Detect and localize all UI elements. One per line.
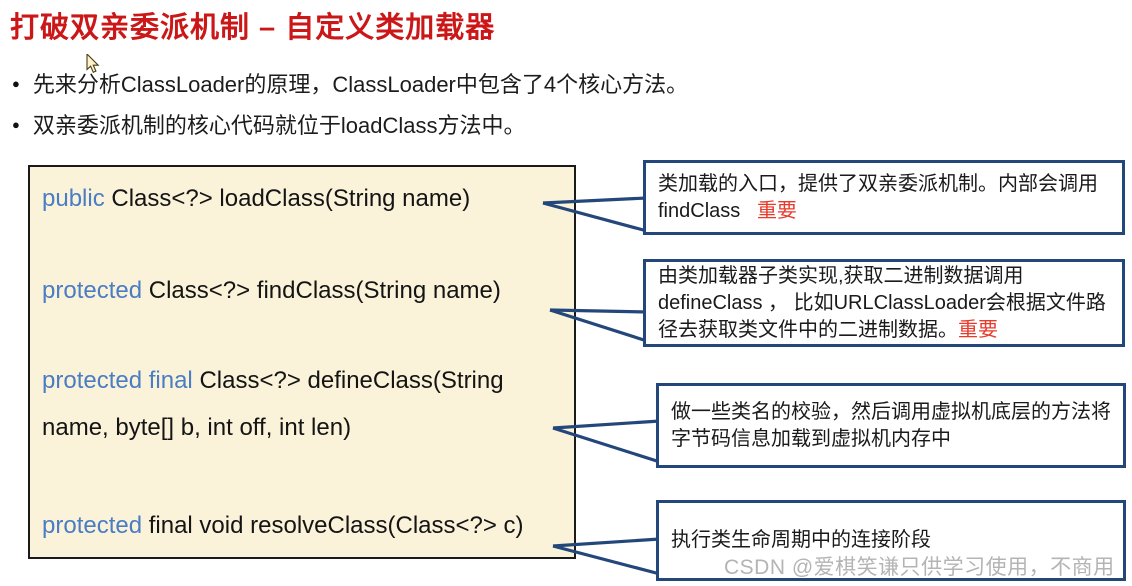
page-title: 打破双亲委派机制 – 自定义类加载器	[10, 12, 496, 44]
callout-resolveclass: 执行类生命周期中的连接阶段	[656, 500, 1126, 581]
code-line: protected Class<?> findClass(String name…	[42, 277, 501, 305]
callout-line: 由类加载器子类实现,获取二进制数据调用	[658, 263, 1120, 290]
callout-findclass: 由类加载器子类实现,获取二进制数据调用 defineClass ， 比如URLCl…	[643, 259, 1125, 347]
code-line: protected final Class<?> defineClass(Str…	[42, 357, 556, 451]
callout-text: defineClass ， 比如URLClassLoader会根据文件路	[658, 291, 1106, 314]
callout-line: findClass 重要	[658, 198, 1120, 225]
callout-line: 做一些类名的校验，然后调用虚拟机底层的方法将	[671, 399, 1121, 426]
code-text: Class<?> defineClass(String name, byte[]…	[42, 367, 504, 441]
bullet-text: 先来分析ClassLoader的原理，ClassLoader中包含了4个核心方法…	[32, 72, 689, 97]
callout-line: 字节码信息加载到虚拟机内存中	[671, 426, 1121, 453]
code-text: final void resolveClass(Class<?> c)	[148, 512, 524, 539]
code-line: public Class<?> loadClass(String name)	[42, 185, 470, 213]
bullet-item-2: ● 双亲委派机制的核心代码就位于loadClass方法中。	[12, 108, 525, 140]
callout-text: 字节码信息加载到虚拟机内存中	[671, 427, 951, 450]
code-text: Class<?> findClass(String name)	[148, 277, 501, 304]
callout-text: 径去获取类文件中的二进制数据。	[658, 318, 958, 341]
callout-line: defineClass ， 比如URLClassLoader会根据文件路	[658, 290, 1120, 317]
bullet-icon: ●	[12, 75, 20, 91]
classloader-code-box: public Class<?> loadClass(String name) pr…	[28, 165, 576, 559]
callout-line: 执行类生命周期中的连接阶段	[671, 527, 1121, 554]
callout-text: findClass	[658, 199, 757, 222]
callout-defineclass: 做一些类名的校验，然后调用虚拟机底层的方法将字节码信息加载到虚拟机内存中	[656, 383, 1126, 468]
important-badge: 重要	[958, 318, 998, 341]
code-line: protected final void resolveClass(Class<…	[42, 512, 524, 540]
callout-text: 做一些类名的校验，然后调用虚拟机底层的方法将	[671, 400, 1111, 423]
mouse-cursor-icon	[86, 54, 100, 74]
code-text: Class<?> loadClass(String name)	[111, 185, 471, 212]
callout-text: 执行类生命周期中的连接阶段	[671, 529, 931, 551]
bullet-item-1: ● 先来分析ClassLoader的原理，ClassLoader中包含了4个核心…	[12, 67, 688, 99]
code-keyword: protected final	[42, 367, 200, 394]
bullet-icon: ●	[12, 116, 20, 132]
callout-text: 由类加载器子类实现,获取二进制数据调用	[658, 264, 1024, 287]
callout-text: 类加载的入口，提供了双亲委派机制。内部会调用	[658, 172, 1098, 195]
watermark: CSDN @爱棋笑谦只供学习使用，不商用	[724, 556, 1115, 579]
code-keyword: protected	[42, 277, 149, 304]
bullet-text: 双亲委派机制的核心代码就位于loadClass方法中。	[32, 113, 526, 138]
important-badge: 重要	[756, 199, 797, 222]
code-keyword: public	[42, 185, 112, 212]
callout-line: 类加载的入口，提供了双亲委派机制。内部会调用	[658, 171, 1120, 198]
code-keyword: protected	[42, 512, 149, 539]
callout-line: 径去获取类文件中的二进制数据。重要	[658, 317, 1120, 344]
callout-loadclass: 类加载的入口，提供了双亲委派机制。内部会调用 findClass 重要	[643, 160, 1125, 235]
